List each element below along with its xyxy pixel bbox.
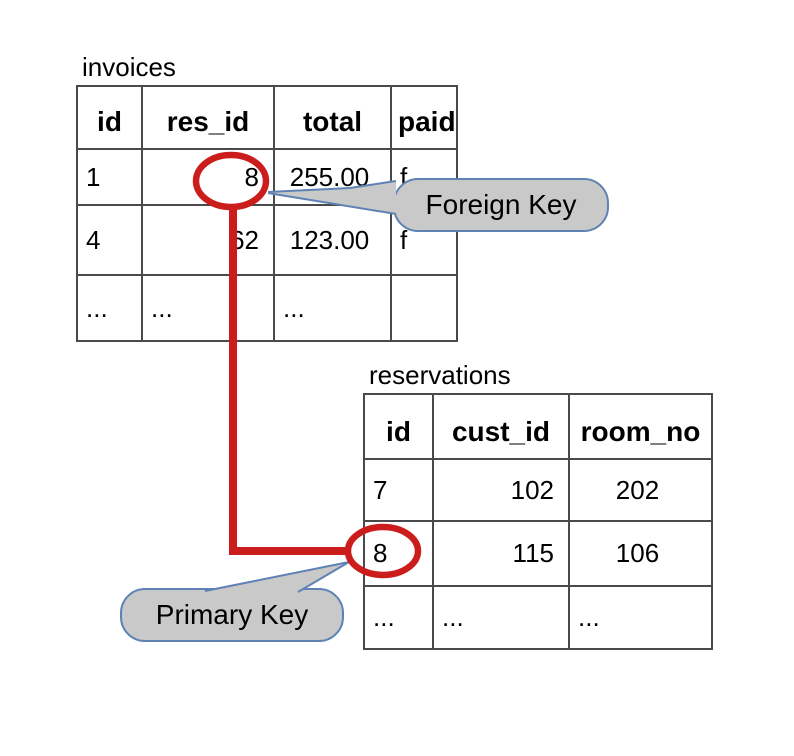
column-header: cust_id: [432, 393, 570, 460]
invoices-table-title: invoices: [82, 52, 176, 82]
table-cell: 4: [76, 204, 143, 276]
column-header: id: [363, 393, 434, 460]
reservations-table-title: reservations: [369, 360, 511, 390]
table-cell: 102: [432, 458, 570, 522]
table-row: .........: [363, 585, 713, 650]
table-cell: 7: [363, 458, 434, 522]
foreign-key-callout: Foreign Key: [393, 178, 609, 232]
foreign-key-callout-label: Foreign Key: [425, 189, 577, 220]
table-cell: 123.00: [273, 204, 392, 276]
column-header: id: [76, 85, 143, 150]
table-cell: 1: [76, 148, 143, 206]
table-cell: ...: [273, 274, 392, 342]
column-header: room_no: [568, 393, 713, 460]
column-header: paid: [390, 85, 458, 150]
table-cell: ...: [141, 274, 275, 342]
table-cell: 255.00: [273, 148, 392, 206]
table-cell: ...: [432, 585, 570, 650]
table-cell: 62: [141, 204, 275, 276]
column-header: total: [273, 85, 392, 150]
column-header: res_id: [141, 85, 275, 150]
table-cell: 8: [363, 520, 434, 587]
table-row: .........: [76, 274, 458, 342]
table-cell: 202: [568, 458, 713, 522]
table-cell: 8: [141, 148, 275, 206]
primary-key-callout-label: Primary Key: [155, 599, 309, 630]
table-cell: 106: [568, 520, 713, 587]
table-cell: ...: [568, 585, 713, 650]
table-cell: [390, 274, 458, 342]
table-cell: ...: [76, 274, 143, 342]
primary-key-callout: Primary Key: [120, 588, 344, 642]
table-cell: 115: [432, 520, 570, 587]
table-cell: ...: [363, 585, 434, 650]
primary-key-callout-tail-left-edge: [204, 561, 350, 592]
